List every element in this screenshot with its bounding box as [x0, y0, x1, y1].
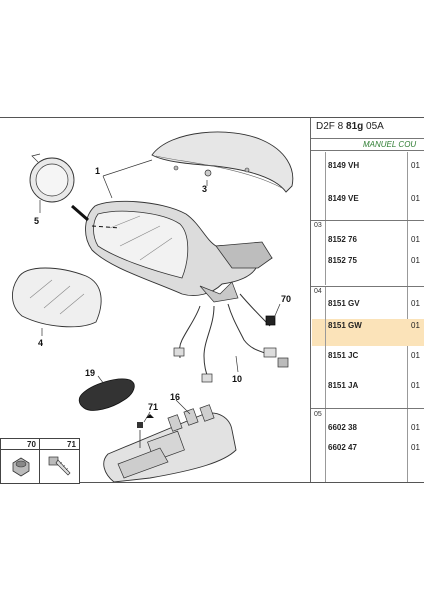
group-number: 04 [314, 288, 322, 295]
part-qty: 01 [411, 161, 420, 170]
callout-1: 1 [95, 166, 100, 176]
screw-3 [204, 169, 212, 177]
legend-label-70: 70 [27, 440, 36, 449]
callout-16: 16 [170, 392, 180, 402]
part-qty: 01 [411, 423, 420, 432]
part-ref[interactable]: 8152 75 [328, 256, 357, 265]
parts-sheet: 1 3 5 4 70 19 10 16 71 70 71 D2F 8 81g 0… [0, 117, 424, 484]
mirror-cover [151, 131, 294, 193]
parts-list-panel: D2F 8 81g 05A MANUEL COU 8149 VH 01 8149… [310, 118, 424, 482]
seal-pad [78, 378, 135, 411]
legend-label-71: 71 [67, 440, 76, 449]
screw-icon [48, 456, 71, 476]
callout-4: 4 [38, 338, 43, 348]
part-qty: 01 [411, 443, 420, 452]
part-qty: 01 [411, 321, 420, 330]
part-ref[interactable]: 8149 VH [328, 161, 360, 170]
group-number: 03 [314, 222, 322, 229]
part-ref[interactable]: 8151 JA [328, 381, 359, 390]
clip-70 [265, 315, 276, 326]
part-qty: 01 [411, 351, 420, 360]
diagram-code: D2F 8 81g 05A [316, 121, 384, 132]
nut-icon [12, 457, 30, 477]
callout-70: 70 [281, 294, 291, 304]
callout-19: 19 [85, 368, 95, 378]
part-ref[interactable]: 8152 76 [328, 235, 357, 244]
part-ref[interactable]: 8151 JC [328, 351, 359, 360]
callout-71: 71 [148, 402, 158, 412]
clip-71 [137, 422, 143, 428]
part-qty: 01 [411, 194, 420, 203]
diagram-subtitle: MANUEL COU [311, 138, 424, 151]
part-qty: 01 [411, 299, 420, 308]
fastener-legend: 70 71 [0, 438, 80, 484]
callout-5: 5 [34, 216, 39, 226]
group-number: 05 [314, 411, 322, 418]
selected-row-highlight [312, 319, 424, 346]
exploded-diagram: 1 3 5 4 70 19 10 16 71 [12, 131, 294, 482]
part-ref[interactable]: 6602 47 [328, 443, 357, 452]
callout-3: 3 [202, 184, 207, 194]
part-ref-selected[interactable]: 8151 GW [328, 321, 362, 330]
part-ref[interactable]: 6602 38 [328, 423, 357, 432]
part-ref[interactable]: 8149 VE [328, 194, 359, 203]
part-qty: 01 [411, 381, 420, 390]
part-ref[interactable]: 8151 GV [328, 299, 360, 308]
callout-10: 10 [232, 374, 242, 384]
part-qty: 01 [411, 256, 420, 265]
part-qty: 01 [411, 235, 420, 244]
